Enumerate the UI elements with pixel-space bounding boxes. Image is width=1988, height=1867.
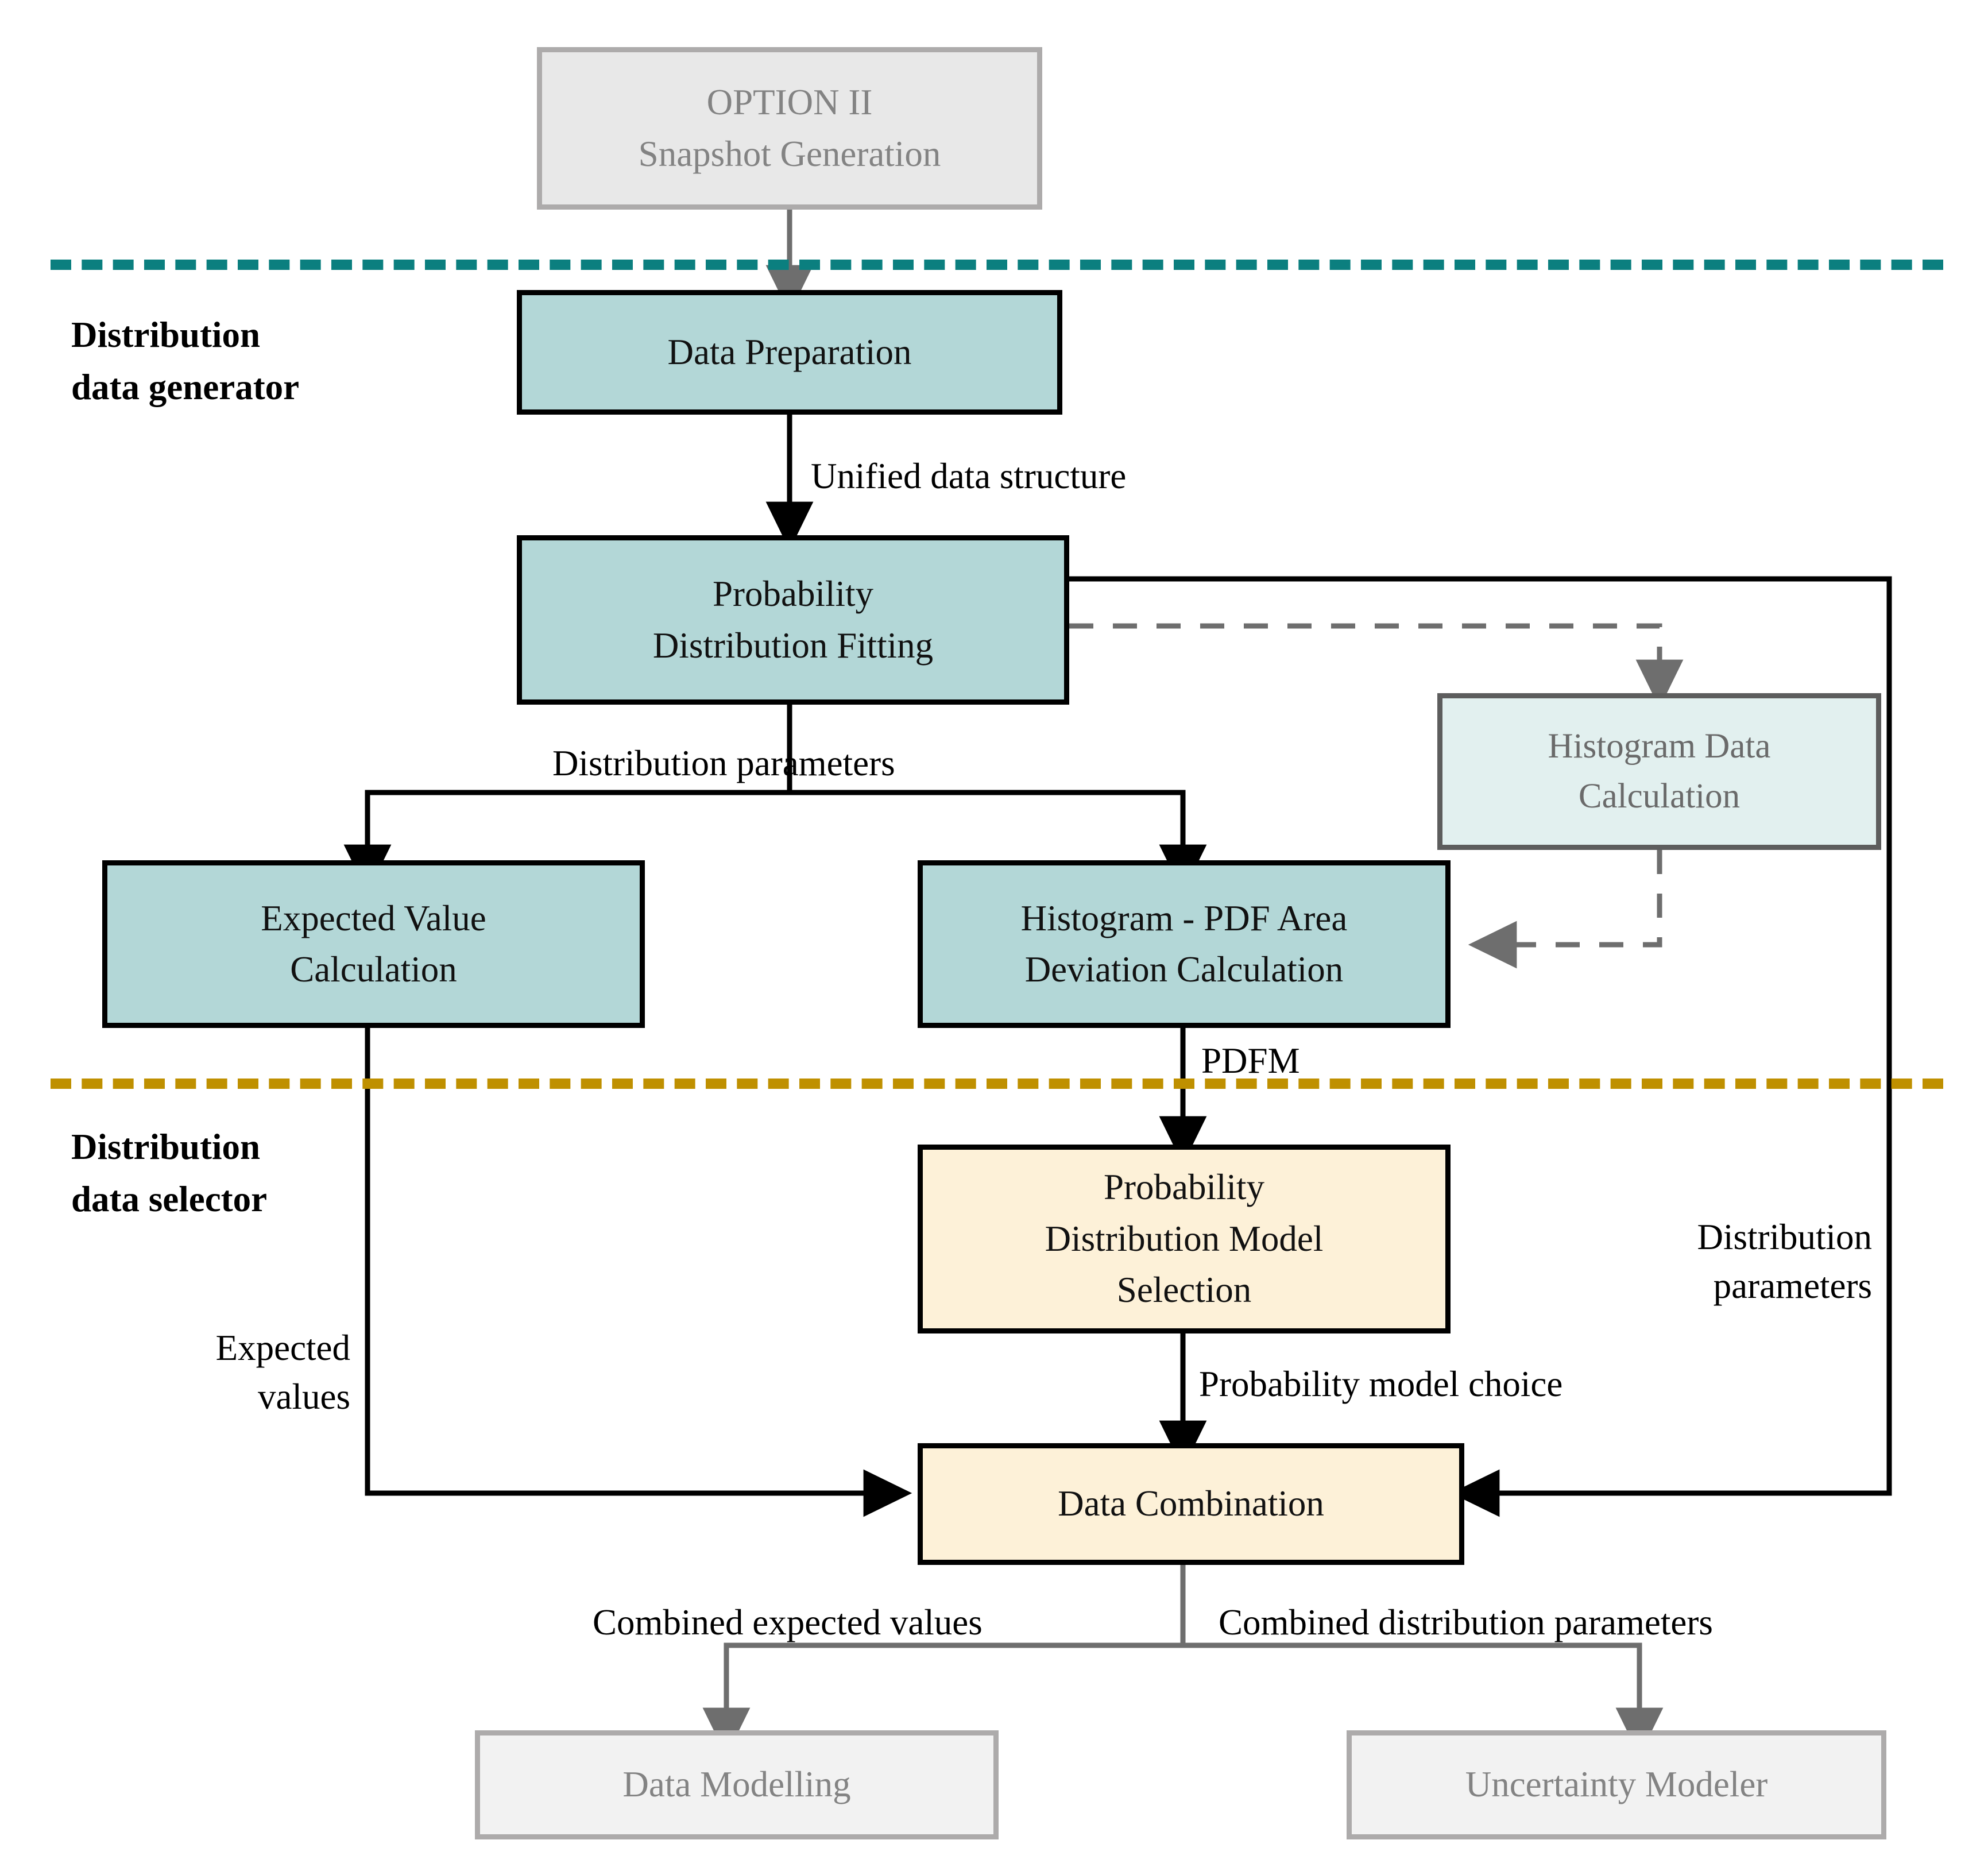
node-data-combination-line-1: Data Combination — [1058, 1483, 1324, 1524]
edge-label-combined-expected-values: Combined expected values — [593, 1602, 983, 1642]
edge-label-probability-model-choice: Probability model choice — [1199, 1364, 1563, 1404]
node-histogram-pdf-area-deviation[interactable]: Histogram - PDF Area Deviation Calculati… — [918, 860, 1451, 1028]
node-model-selection-line-3: Selection — [1116, 1270, 1252, 1311]
edge-datacomb-to-datamodel — [702, 1565, 1186, 1757]
edge-pdffit-to-histcalc-dashed — [1069, 623, 1684, 709]
node-probability-distribution-fitting[interactable]: Probability Distribution Fitting — [517, 535, 1069, 705]
edge-label-distribution-parameters-right: Distribution parameters — [1697, 1217, 1872, 1306]
node-histogram-pdf-area-line-1: Histogram - PDF Area — [1020, 898, 1348, 938]
node-pdf-fitting-line-2: Distribution Fitting — [652, 625, 934, 666]
separator-generator — [51, 260, 1943, 270]
edge-label-distribution-parameters-mid: Distribution parameters — [552, 743, 895, 783]
node-uncertainty-modeler[interactable]: Uncertainty Modeler — [1347, 1730, 1886, 1839]
node-data-preparation-line-1: Data Preparation — [667, 331, 912, 372]
separator-selector — [51, 1079, 1943, 1089]
node-option-ii-line-1: OPTION II — [706, 82, 873, 123]
node-histogram-data-calculation-line-2: Calculation — [1578, 776, 1741, 815]
node-model-selection-line-2: Distribution Model — [1045, 1218, 1324, 1259]
edge-label-pdfm: PDFM — [1201, 1041, 1300, 1081]
edge-pdffit-to-histpdf — [790, 790, 1207, 894]
node-pdf-fitting-line-1: Probability — [713, 574, 873, 614]
node-probability-distribution-model-selection[interactable]: Probability Distribution Model Selection — [918, 1145, 1451, 1333]
edge-label-combined-distribution-parameters: Combined distribution parameters — [1219, 1602, 1713, 1642]
edge-label-unified-data-structure: Unified data structure — [811, 456, 1127, 496]
node-data-preparation[interactable]: Data Preparation — [517, 290, 1062, 415]
edge-label-expected-values: Expected values — [215, 1328, 350, 1417]
node-histogram-data-calculation[interactable]: Histogram Data Calculation — [1437, 693, 1881, 850]
node-data-modelling[interactable]: Data Modelling — [475, 1730, 999, 1839]
zone-label-selector: Distribution data selector — [71, 1127, 268, 1220]
node-histogram-pdf-area-line-2: Deviation Calculation — [1024, 949, 1344, 989]
node-expected-value-calculation-line-2: Calculation — [290, 949, 457, 989]
node-data-combination[interactable]: Data Combination — [918, 1443, 1464, 1565]
node-expected-value-calculation[interactable]: Expected Value Calculation — [102, 860, 645, 1028]
node-option-ii[interactable]: OPTION II Snapshot Generation — [537, 47, 1042, 210]
zone-label-generator: Distribution data generator — [71, 315, 300, 408]
node-option-ii-line-2: Snapshot Generation — [638, 133, 941, 174]
node-uncertainty-modeler-line-1: Uncertainty Modeler — [1465, 1764, 1768, 1805]
node-histogram-data-calculation-line-1: Histogram Data — [1548, 726, 1771, 766]
node-model-selection-line-1: Probability — [1104, 1167, 1264, 1208]
edge-expval-to-datacomb — [365, 1028, 912, 1517]
edge-histcalc-to-histpdf-dashed — [1468, 850, 1662, 969]
edge-datacomb-to-uncertainty — [1183, 1642, 1664, 1757]
node-expected-value-calculation-line-1: Expected Value — [261, 898, 486, 938]
node-data-modelling-line-1: Data Modelling — [622, 1764, 851, 1805]
